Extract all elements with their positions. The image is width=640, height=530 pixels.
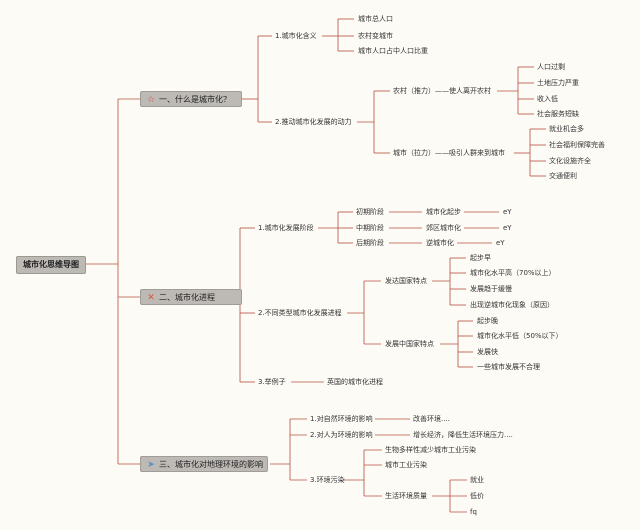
stage-label[interactable]: 中期阶段 — [356, 224, 384, 232]
stage-mark[interactable]: eY — [496, 239, 505, 247]
leaf[interactable]: 社会服务短缺 — [537, 110, 579, 118]
leaf[interactable]: 英国的城市化进程 — [327, 378, 383, 386]
leaf[interactable]: 城市工业污染 — [385, 461, 427, 469]
leaf[interactable]: 改善环境.... — [413, 415, 450, 423]
leaf[interactable]: 土地压力严重 — [537, 79, 579, 87]
leaf[interactable]: 社会福利保障完善 — [549, 141, 605, 149]
leaf[interactable]: 生物多样性减少城市工业污染 — [385, 446, 476, 454]
stage-label[interactable]: 后期阶段 — [356, 239, 384, 247]
leaf[interactable]: 就业机会多 — [549, 125, 584, 133]
branch-label: 一、什么是城市化？ — [159, 95, 231, 104]
stage-mark[interactable]: eY — [503, 208, 512, 216]
node-developed[interactable]: 发达国家特点 — [385, 277, 427, 285]
node-human-env[interactable]: 2.对人为环境的影响 — [310, 431, 373, 439]
star-icon: ☆ — [146, 95, 156, 105]
leaf[interactable]: 交通便利 — [549, 172, 577, 180]
leaf[interactable]: fq — [470, 508, 477, 516]
leaf[interactable]: 起步早 — [470, 254, 491, 262]
root-node[interactable]: 城市化思维导图 — [16, 256, 86, 274]
node-living-quality[interactable]: 生活环境质量 — [385, 492, 427, 500]
node-meaning[interactable]: 1.城市化含义 — [275, 32, 317, 40]
leaf[interactable]: 城市化水平高（70%以上） — [470, 269, 556, 277]
paper-plane-icon: ➤ — [147, 460, 155, 470]
node-stages[interactable]: 1.城市化发展阶段 — [258, 224, 314, 232]
leaf[interactable]: 发展趋于缓慢 — [470, 285, 512, 293]
leaf[interactable]: 就业 — [470, 476, 484, 484]
leaf[interactable]: 文化设施齐全 — [549, 157, 591, 165]
stage-label[interactable]: 初期阶段 — [356, 208, 384, 216]
stage-desc[interactable]: 城市化起步 — [426, 208, 461, 216]
leaf[interactable]: 城市化水平低（50%以下） — [477, 332, 563, 340]
leaf[interactable]: 出现逆城市化现象（原因） — [470, 301, 554, 309]
node-example[interactable]: 3.举例子 — [258, 378, 286, 386]
leaf[interactable]: 一些城市发展不合理 — [477, 363, 540, 371]
node-developing[interactable]: 发展中国家特点 — [385, 340, 434, 348]
stage-desc[interactable]: 逆城市化 — [426, 239, 454, 247]
leaf[interactable]: 人口过剩 — [537, 63, 565, 71]
leaf[interactable]: 城市总人口 — [358, 15, 393, 23]
tools-icon: ✕ — [147, 293, 155, 303]
leaf[interactable]: 城市人口占中人口比重 — [358, 47, 428, 55]
node-driving-force[interactable]: 2.推动城市化发展的动力 — [275, 118, 352, 126]
node-pull[interactable]: 城市（拉力）——吸引人群来到城市 — [393, 149, 505, 157]
leaf[interactable]: 低价 — [470, 492, 484, 500]
node-natural-env[interactable]: 1.对自然环境的影响 — [310, 415, 373, 423]
branch-what-is-urbanization[interactable]: ☆一、什么是城市化？ — [140, 91, 242, 107]
leaf[interactable]: 增长经济，降低生活环境压力.... — [413, 431, 513, 439]
leaf[interactable]: 收入低 — [537, 95, 558, 103]
leaf[interactable]: 发展快 — [477, 348, 498, 356]
leaf[interactable]: 农村变城市 — [358, 32, 393, 40]
stage-mark[interactable]: eY — [503, 224, 512, 232]
branch-urbanization-process[interactable]: ✕ 二、城市化进程 — [140, 289, 242, 305]
branch-environment-impact[interactable]: ➤ 三、城市化对地理环境的影响 — [140, 456, 268, 472]
branch-label: 三、城市化对地理环境的影响 — [159, 460, 263, 469]
leaf[interactable]: 起步晚 — [477, 317, 498, 325]
node-push[interactable]: 农村（推力）——使人离开农村 — [393, 87, 491, 95]
node-development-types[interactable]: 2.不同类型城市化发展进程 — [258, 309, 342, 317]
stage-desc[interactable]: 郊区城市化 — [426, 224, 461, 232]
branch-label: 二、城市化进程 — [159, 293, 215, 302]
node-pollution[interactable]: 3.环境污染 — [310, 476, 345, 484]
